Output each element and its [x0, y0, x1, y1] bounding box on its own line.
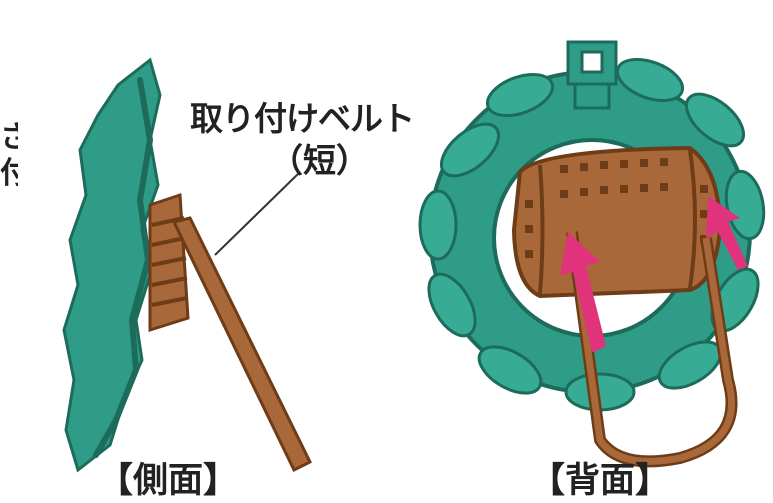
belt-label-short: （短）: [270, 141, 369, 180]
hanger-block: [566, 40, 618, 110]
caption-side-view: 【側面】: [98, 461, 239, 501]
side-holder: [148, 192, 190, 333]
insert-arrows: [560, 196, 748, 352]
wreath-leaves: [418, 57, 766, 412]
side-belt: [171, 216, 313, 473]
side-wreath-shade: [93, 77, 154, 458]
leader-line: [214, 171, 301, 256]
back-holder: [511, 145, 723, 299]
arrow-right: [706, 196, 748, 270]
belt-label: 取り付けベルト: [190, 99, 415, 138]
arrow-left: [560, 232, 606, 352]
cropped-edge-text: さ 付: [0, 120, 18, 191]
caption-back-view: 【背面】: [530, 461, 671, 501]
side-view: [62, 57, 313, 473]
back-view: [418, 40, 766, 468]
